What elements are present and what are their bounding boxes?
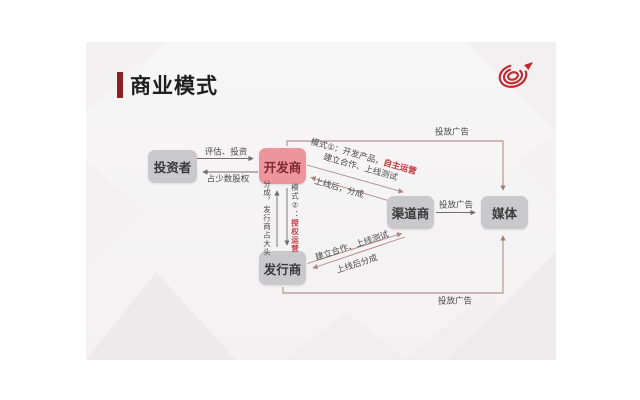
label-ads-mid: 投放广告	[438, 199, 474, 210]
slide-background	[86, 42, 556, 360]
node-media: 媒体	[481, 196, 528, 229]
label-mode2-prefix: 模式②：	[290, 183, 300, 219]
title-accent-bar	[117, 72, 123, 98]
red-spiral-logo-icon	[498, 62, 533, 88]
label-ads-bottom: 投放广告	[437, 295, 473, 306]
label-minority-equity: 占少数股权	[206, 173, 250, 184]
node-channel-label: 渠道商	[391, 207, 430, 221]
label-mode2: 模式②：授权运营	[290, 183, 301, 253]
node-publisher: 发行商	[259, 251, 306, 285]
page-title: 商业模式	[130, 75, 218, 98]
logo-arrow-tip	[524, 62, 533, 70]
node-developer: 开发商	[259, 148, 306, 184]
node-media-label: 媒体	[491, 207, 517, 221]
label-split-publisher-major: 分成，发行商占大头	[262, 179, 272, 257]
label-mode2-accent: 授权运营	[290, 218, 300, 253]
node-publisher-label: 发行商	[263, 262, 302, 277]
title-block: 商业模式	[117, 70, 218, 100]
node-developer-label: 开发商	[263, 160, 302, 175]
label-ads-top: 投放广告	[434, 126, 470, 137]
node-investor-label: 投资者	[153, 161, 192, 175]
label-evaluate-invest: 评估、投资	[204, 146, 248, 157]
node-channel: 渠道商	[387, 196, 434, 229]
node-investor: 投资者	[148, 150, 197, 183]
